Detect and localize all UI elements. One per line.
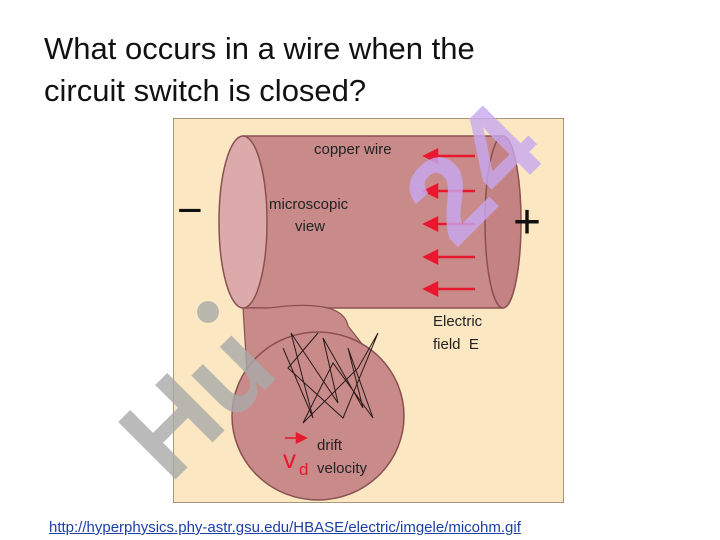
title-line-1: What occurs in a wire when the	[44, 31, 475, 66]
wire-body	[242, 135, 513, 309]
wire-diagram-svg: copper wire microscopic view − + Electri…	[173, 118, 564, 503]
field-arrows	[285, 147, 475, 445]
source-link[interactable]: http://hyperphysics.phy-astr.gsu.edu/HBA…	[49, 519, 521, 536]
label-electric: Electric	[433, 313, 483, 330]
label-view: view	[295, 218, 325, 235]
label-vd-d: d	[299, 460, 308, 479]
wire-diagram: copper wire microscopic view − + Electri…	[173, 118, 564, 503]
label-field-e: field E	[433, 336, 479, 353]
label-drift: drift	[317, 437, 343, 454]
label-plus: +	[513, 196, 541, 249]
label-copper-wire: copper wire	[314, 141, 392, 158]
label-microscopic: microscopic	[269, 196, 349, 213]
wire-end-left	[218, 135, 268, 309]
slide-title: What occurs in a wire when the circuit s…	[44, 28, 644, 112]
wire-end-right	[484, 135, 522, 309]
label-minus: −	[177, 186, 203, 235]
label-velocity: velocity	[317, 460, 368, 477]
label-vd-v: v	[283, 444, 296, 474]
electron-paths	[282, 332, 379, 424]
title-line-2: circuit switch is closed?	[44, 73, 367, 108]
